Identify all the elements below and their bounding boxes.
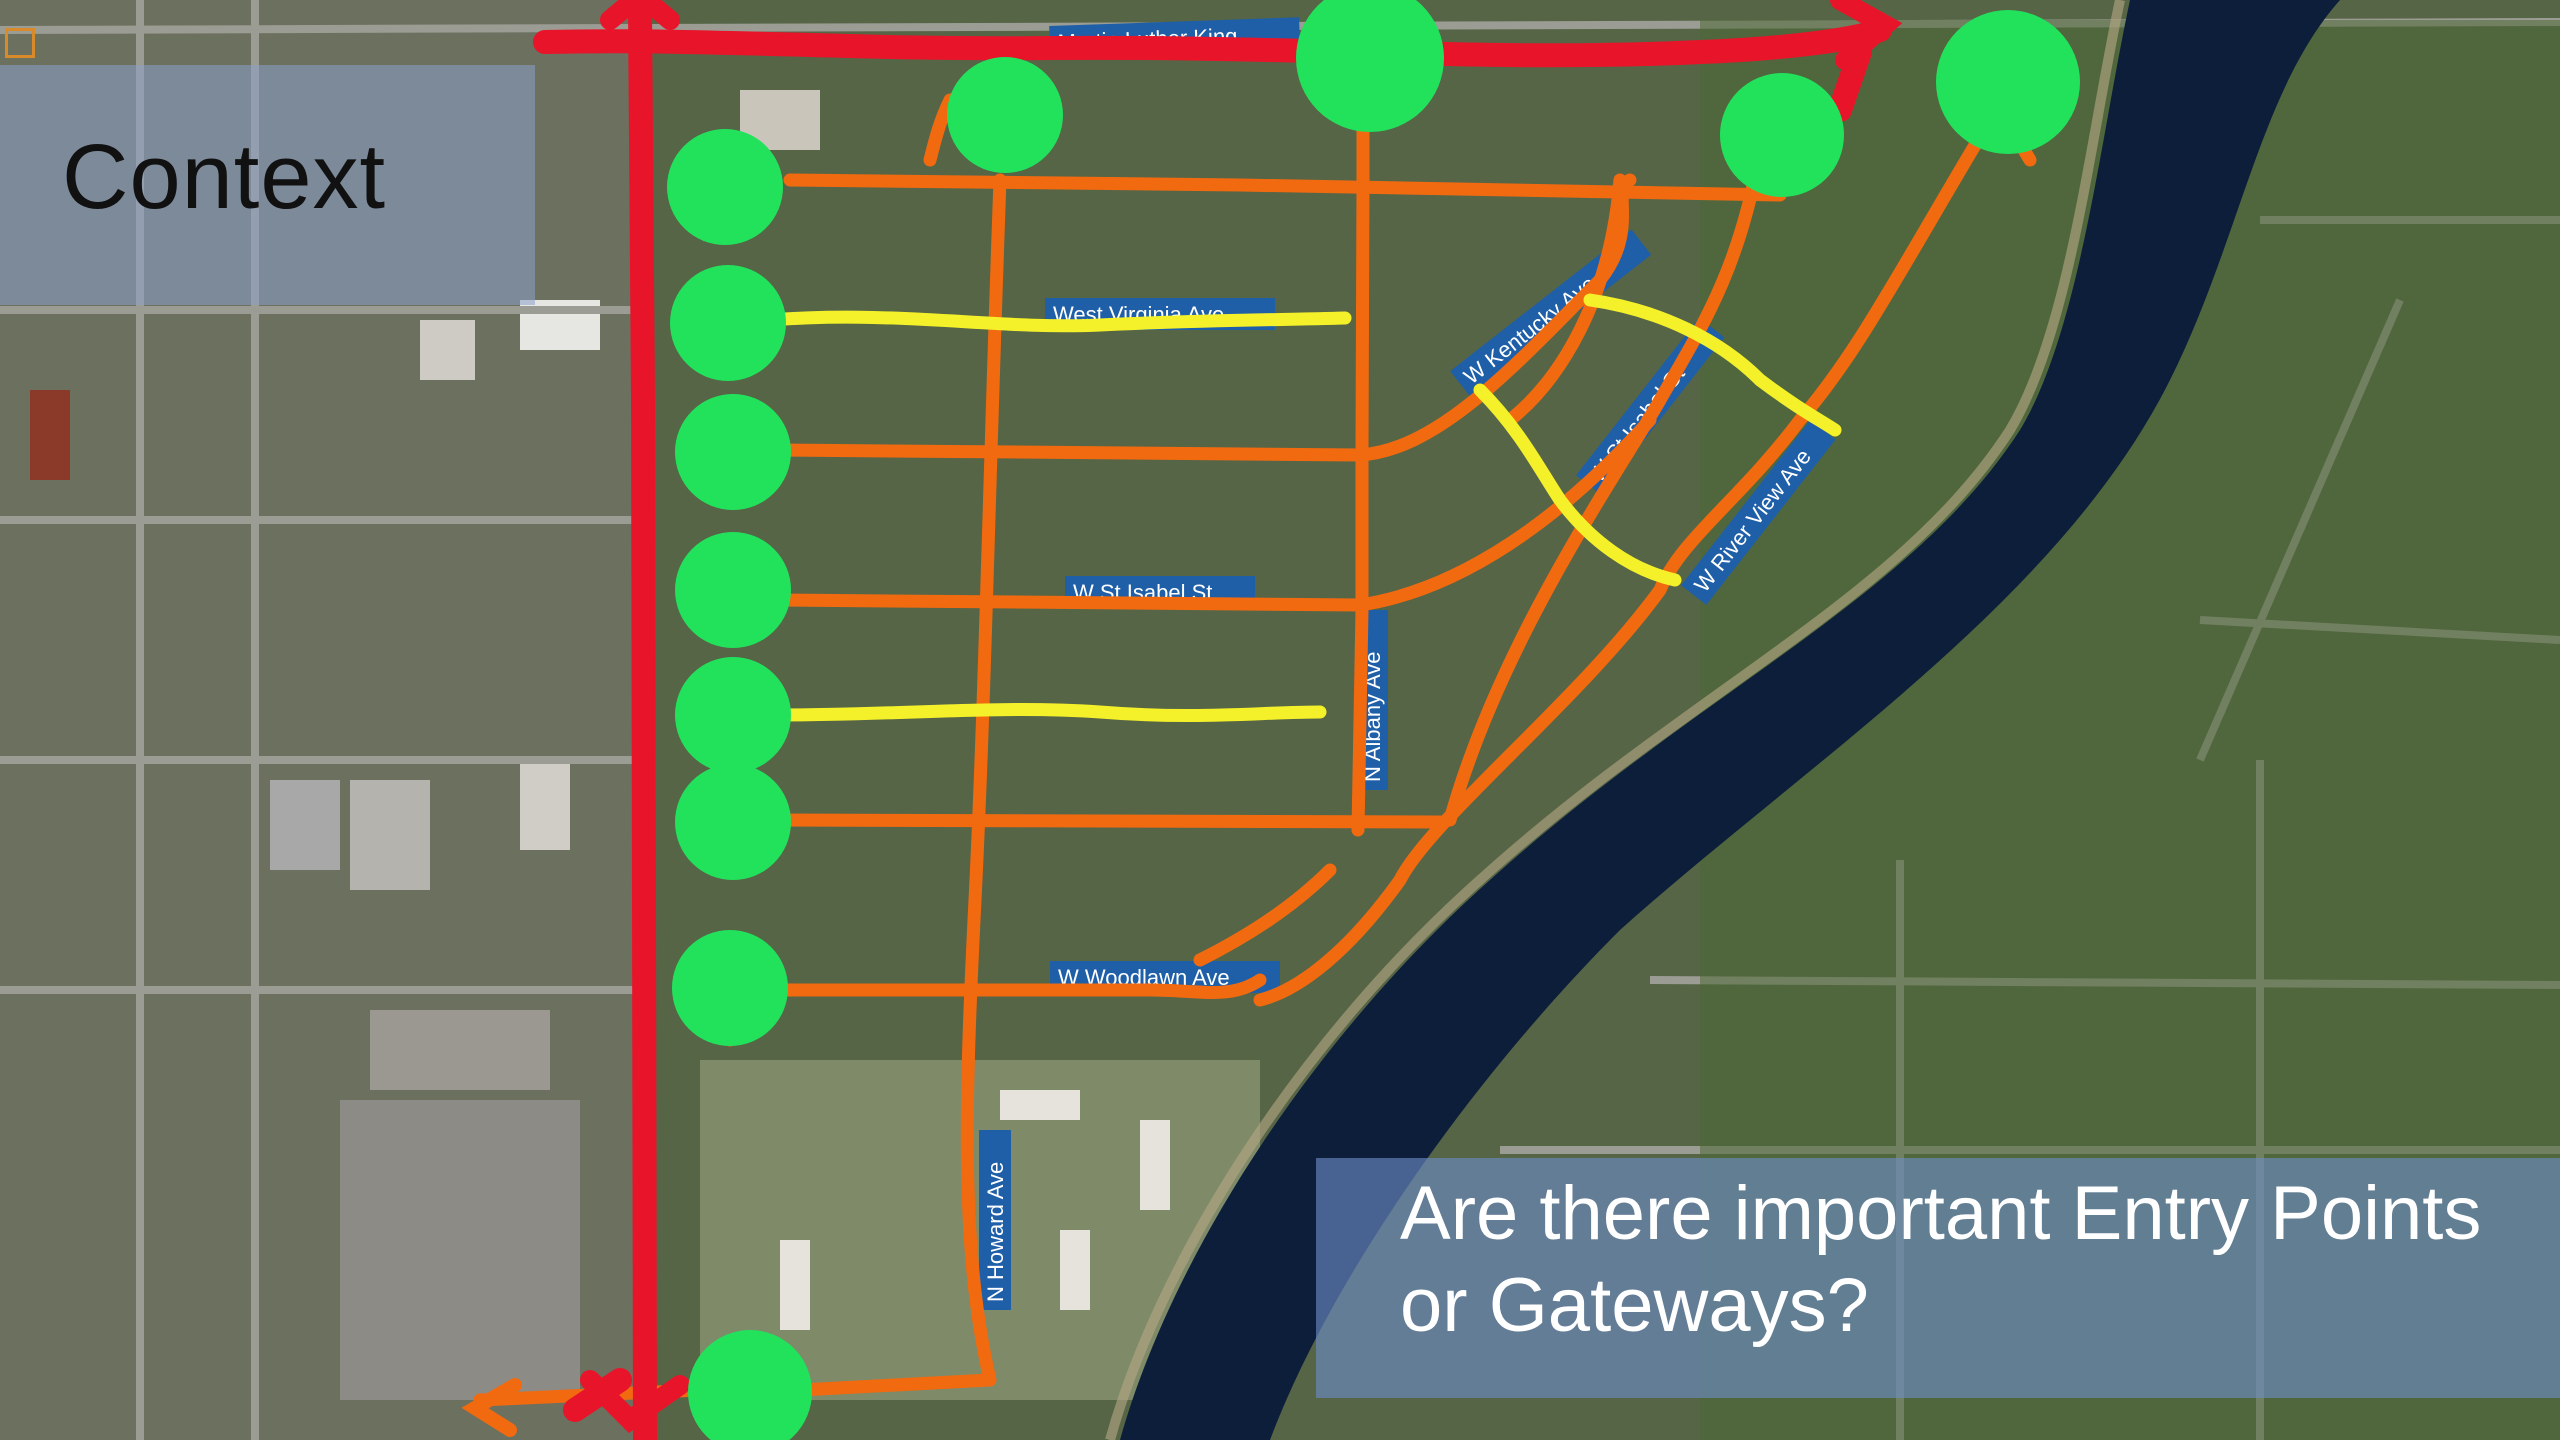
local-street [1443,143,1767,827]
major-arterial-north-south [628,0,657,1440]
yellow-route [1473,383,1682,587]
gateway-marker [675,657,791,773]
gateway-marker [675,532,791,648]
arrow-head-east [1830,0,1903,70]
slide-title: Context [62,126,387,228]
river [1120,0,2340,1440]
gateway-marker [672,930,788,1046]
parking-lot [370,1010,550,1090]
yellow-route [1583,293,1842,437]
arrow-head-west [461,1378,522,1437]
title-overlay [0,65,535,305]
building-roof [1000,1090,1080,1120]
gateway-markers [667,0,2080,1440]
street-label-text: N Howard Ave [983,1162,1008,1302]
gateway-marker [1720,73,1844,197]
gateway-marker [670,265,786,381]
gateway-marker [947,57,1063,173]
yellow-route [763,310,1352,333]
yellow-route [773,703,1327,723]
local-street [1193,863,1337,967]
local-street [923,93,957,167]
gateway-marker [675,394,791,510]
street-label-n-howard-ave: N Howard Ave [979,1130,1011,1310]
slide-corner-icon [5,28,35,58]
slide-question: Are there important Entry Points or Gate… [1400,1171,2482,1348]
local-street [1503,173,1627,427]
building-roof [1140,1120,1170,1210]
building-roof [520,760,570,850]
local-street [1253,113,1997,1007]
building-roof [270,780,340,870]
major-arterial-east-west [533,18,1892,68]
building-roof [420,320,475,380]
local-street [773,413,1657,612]
local-street [1351,113,1370,837]
parking-lot [340,1100,580,1400]
gateway-marker [675,764,791,880]
building-roof [350,780,430,890]
riverbank [1105,0,2125,1440]
building-roof [30,390,70,480]
gateway-marker [688,1330,812,1440]
gateway-marker [667,129,783,245]
local-street [783,173,1787,202]
yellow-route-network [763,293,1842,723]
building-roof [1060,1230,1090,1310]
arrow-head-north [600,0,680,30]
building-roof [780,1240,810,1330]
local-street [793,173,1007,1397]
question-overlay [1316,1158,2560,1398]
gateway-marker [1936,10,2080,154]
arrow-head-south [580,1370,690,1434]
local-street [773,973,1267,999]
gateway-marker [1296,0,1444,132]
local-street [773,813,1447,829]
